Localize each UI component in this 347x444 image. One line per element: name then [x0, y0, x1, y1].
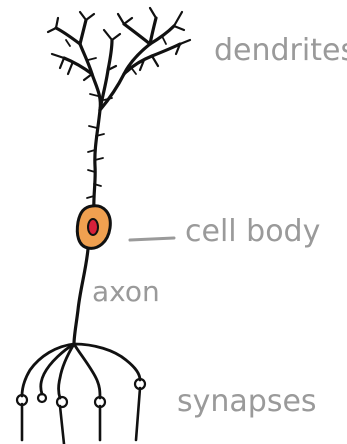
terminal-stems	[22, 388, 140, 444]
nucleus	[88, 219, 98, 235]
terminal-branches	[22, 344, 140, 398]
dendrite-trunks	[56, 18, 180, 110]
label-dendrites: dendrites	[214, 36, 347, 66]
label-cell-body: cell body	[185, 217, 320, 247]
cell-body-pointer-line	[130, 238, 174, 240]
cell-body	[77, 206, 110, 249]
dendrite-shaft	[87, 110, 104, 212]
synaptic-boutons	[17, 379, 145, 407]
synaptic-bouton	[57, 397, 67, 407]
label-axon: axon	[92, 278, 160, 306]
axon	[74, 249, 88, 344]
axon-terminals	[17, 344, 145, 444]
label-synapses: synapses	[177, 387, 317, 417]
dendrites	[48, 8, 190, 110]
